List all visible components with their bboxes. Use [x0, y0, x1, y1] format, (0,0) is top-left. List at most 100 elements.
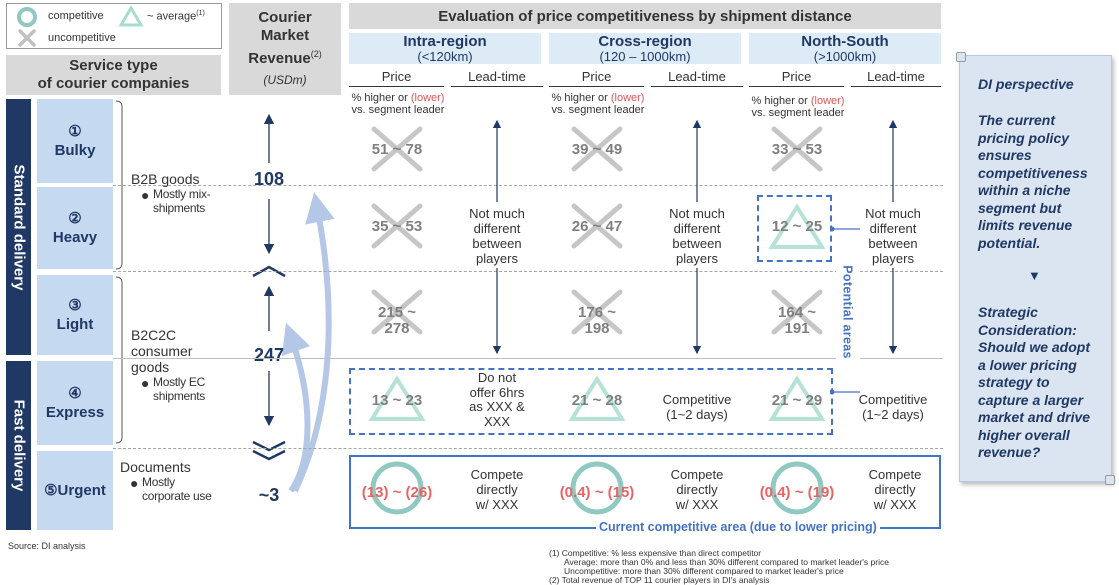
revenue-documents: ~3 — [258, 484, 280, 505]
row-separator — [113, 448, 943, 449]
price-express-intra: 13 ~ 23 — [371, 391, 423, 409]
rating-symbols — [368, 126, 826, 515]
price-note-ns: % higher or (lower)vs. segment leader — [751, 95, 845, 119]
revenue-b2c2c: 247 — [253, 344, 285, 365]
region-header-intra: Intra-region(<120km) — [349, 33, 541, 64]
potential-area-express — [349, 368, 833, 435]
revenue-b2b: 108 — [253, 168, 285, 189]
price-light-cross: 176 ~ 198 — [578, 304, 616, 337]
price-bulky-intra: 51 ~ 78 — [371, 140, 423, 158]
source-note: Source: DI analysis — [8, 541, 86, 551]
down-arrow-icon: ▼ — [1028, 268, 1041, 283]
subcol-price-cross: Price — [549, 67, 644, 87]
revenue-header: Courier Market Revenue(2) (USDm) — [229, 3, 341, 95]
competitive-circle-icon — [17, 7, 37, 27]
revenue-title: Courier Market Revenue — [248, 9, 312, 67]
group-documents-title: Documents — [120, 459, 191, 475]
group-documents-bullet: Mostly corporate use — [142, 475, 212, 503]
price-light-ns: 164 ~ 191 — [778, 304, 816, 337]
category-separator — [113, 358, 943, 359]
uncompetitive-cross-icon — [371, 203, 423, 249]
uncompetitive-cross-icon — [771, 289, 823, 335]
leadtime-urgent-cross: Compete directly w/ XXX — [670, 466, 724, 512]
price-note-cross: % higher or (lower)vs. segment leader — [551, 92, 645, 116]
leadtime-standard-intra: Not much different between players — [451, 205, 543, 267]
group-b2c2c-bullet: Mostly EC shipments — [153, 375, 205, 403]
leadtime-urgent-intra: Compete directly w/ XXX — [470, 466, 524, 512]
group-b2c2c-description: B2C2C consumer goods ●Mostly EC shipment… — [131, 327, 231, 403]
leadtime-arrows — [492, 119, 898, 355]
potential-areas-label: Potential areas — [836, 252, 860, 372]
price-urgent-cross: (0.4) ~ (15) — [559, 483, 635, 501]
subcol-price-ns: Price — [749, 67, 844, 87]
average-triangle-icon — [768, 375, 826, 421]
uncompetitive-cross-icon — [771, 126, 823, 172]
competitive-circle-icon — [370, 461, 424, 515]
leadtime-standard-ns: Not much different between players — [847, 205, 939, 267]
row-separator — [113, 271, 943, 272]
subcol-lead-cross: Lead-time — [651, 67, 743, 87]
group-b2b-title: B2B goods — [131, 171, 200, 187]
legend-box: competitive ~ average(1) uncompetitive — [6, 3, 222, 49]
group-b2c2c-title: B2C2C consumer goods — [131, 327, 193, 375]
di-perspective-title: DI perspective — [978, 76, 1074, 92]
competitive-circle-icon — [770, 461, 824, 515]
uncompetitive-cross-icon — [371, 289, 423, 335]
revenue-note: (2) — [310, 49, 322, 59]
region-header-north-south: North-South(>1000km) — [749, 33, 941, 64]
group-b2b-bullet: Mostly mix- shipments — [153, 187, 211, 215]
uncompetitive-cross-icon — [571, 126, 623, 172]
uncompetitive-cross-icon — [371, 126, 423, 172]
potential-area-heavy-ns — [757, 195, 832, 262]
competitive-circle-icon — [570, 461, 624, 515]
price-bulky-ns: 33 ~ 53 — [771, 140, 823, 158]
legend-uncompetitive-label: uncompetitive — [48, 32, 116, 44]
price-urgent-intra: (13) ~ (26) — [361, 483, 433, 501]
uncompetitive-cross-icon — [571, 203, 623, 249]
leadtime-standard-cross: Not much different between players — [651, 205, 743, 267]
evaluation-title: Evaluation of price competitiveness by s… — [349, 3, 941, 29]
category-standard-delivery: Standard delivery — [6, 99, 31, 355]
price-note-intra: % higher or (lower)vs. segment leader — [351, 92, 445, 116]
group-b2b-description: B2B goods ●Mostly mix- shipments — [131, 171, 231, 215]
leadtime-express-cross: Competitive (1~2 days) — [662, 392, 732, 422]
current-competitive-area-label: Current competitive area (due to lower p… — [596, 520, 880, 534]
revenue-unit: (USDm) — [263, 73, 307, 87]
price-heavy-cross: 26 ~ 47 — [571, 217, 623, 235]
uncompetitive-cross-icon — [18, 29, 36, 47]
price-express-ns: 21 ~ 29 — [771, 391, 823, 409]
average-triangle-icon — [368, 375, 426, 421]
leadtime-express-ns: Competitive (1~2 days) — [858, 392, 928, 422]
footnotes: (1) Competitive: % less expensive than d… — [549, 548, 889, 585]
price-urgent-ns: (0.4) ~ (19) — [759, 483, 835, 501]
legend-average-label: ~ average(1) — [147, 10, 205, 23]
average-triangle-icon — [568, 375, 626, 421]
leadtime-urgent-ns: Compete directly w/ XXX — [868, 466, 922, 512]
revenue-arrows — [252, 113, 335, 493]
region-header-cross: Cross-region(120 – 1000km) — [549, 33, 741, 64]
group-brackets — [115, 100, 123, 444]
subcol-lead-intra: Lead-time — [451, 67, 543, 87]
average-triangle-icon — [119, 5, 143, 27]
di-strategic-consideration: Strategic Consideration: Should we adopt… — [978, 304, 1091, 460]
potential-area-connector — [830, 226, 860, 395]
group-documents-description: Documents ●Mostly corporate use — [120, 459, 230, 503]
di-perspective-panel: DI perspective The current pricing polic… — [956, 52, 1115, 485]
average-triangle-icon — [768, 203, 826, 249]
price-heavy-ns: 12 ~ 25 — [771, 217, 823, 235]
current-competitive-area — [349, 455, 941, 529]
di-perspective-body: The current pricing policy ensures compe… — [978, 112, 1088, 251]
price-express-cross: 21 ~ 28 — [571, 391, 623, 409]
subcol-price-intra: Price — [349, 67, 444, 87]
uncompetitive-cross-icon — [571, 289, 623, 335]
service-type-header: Service type of courier companies — [6, 55, 221, 95]
category-fast-delivery: Fast delivery — [6, 361, 31, 530]
row-separator — [113, 185, 943, 186]
leadtime-express-intra: Do not offer 6hrs as XXX & XXX — [469, 370, 525, 429]
subcol-lead-ns: Lead-time — [851, 67, 941, 87]
